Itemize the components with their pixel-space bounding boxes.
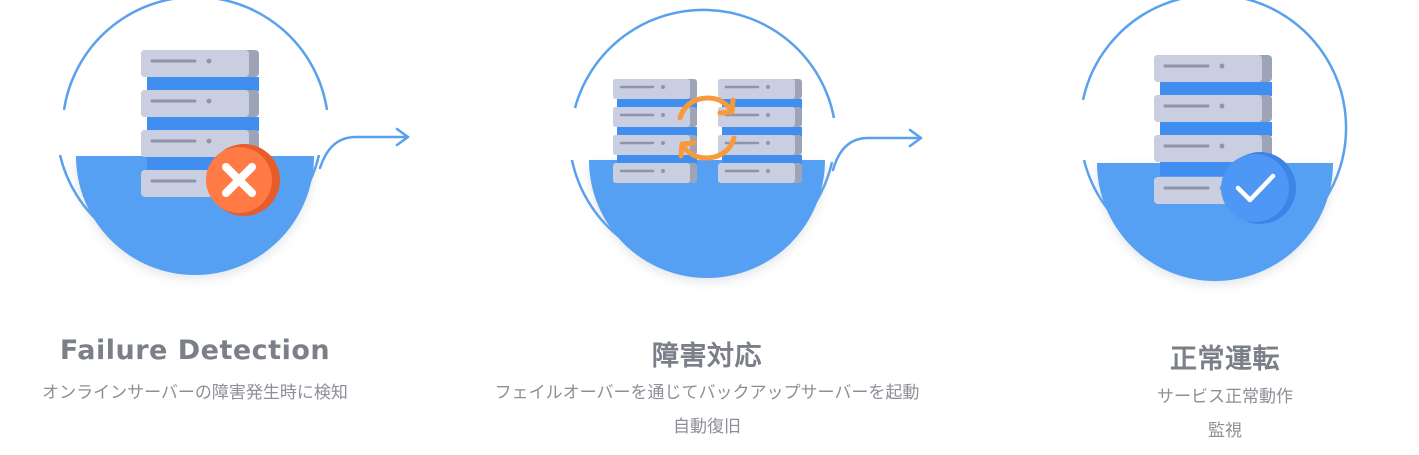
step-2-description: フェイルオーバーを通じてバックアップサーバーを起動 自動復旧	[495, 376, 920, 444]
arrow-right-icon	[318, 127, 410, 170]
step-2-description-line-2: 自動復旧	[672, 417, 741, 437]
step-1-ring	[62, 0, 329, 111]
step-3-description-line-2: 監視	[1208, 421, 1242, 441]
step-2-ring	[573, 8, 836, 119]
step-1-description-line-1: オンラインサーバーの障害発生時に検知	[42, 383, 348, 403]
step-2-title: 障害対応	[652, 341, 762, 372]
step-2-water	[589, 160, 825, 278]
step-3-title: 正常運転	[1170, 344, 1280, 375]
step-1-description: オンラインサーバーの障害発生時に検知	[42, 376, 348, 410]
sync-arrows-icon	[677, 95, 737, 161]
step-3-icon-group	[1081, 0, 1348, 281]
step-3-description-line-1: サービス正常動作	[1157, 387, 1293, 407]
step-2-description-line-1: フェイルオーバーを通じてバックアップサーバーを起動	[494, 383, 920, 403]
check-badge-icon	[1221, 152, 1296, 224]
error-badge-icon	[206, 144, 280, 216]
step-1-icon-group	[58, 0, 329, 275]
step-3-description: サービス正常動作 監視	[1157, 380, 1293, 448]
step-2-icon-group	[570, 8, 836, 278]
step-1-title: Failure Detection	[59, 335, 331, 366]
arrow-right-icon	[831, 128, 923, 172]
process-flow-diagram	[58, 0, 1348, 281]
